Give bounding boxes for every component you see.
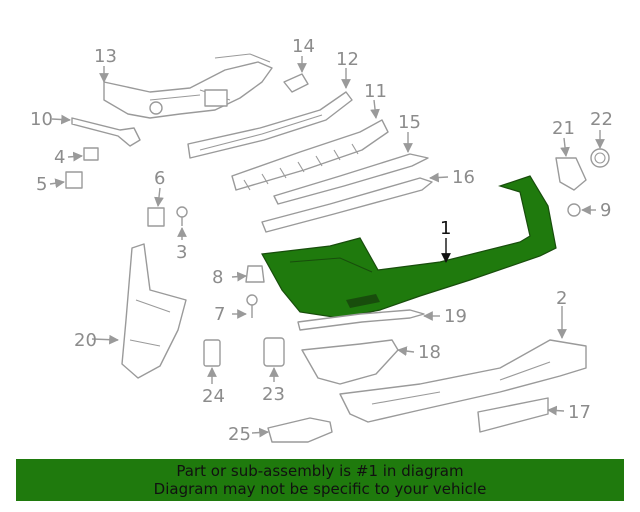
part-9-clip[interactable]: [567, 203, 581, 217]
callout-25: 25: [228, 424, 251, 445]
part-19-molding[interactable]: [297, 309, 425, 331]
callout-16: 16: [452, 167, 475, 188]
callout-23: 23: [262, 384, 285, 405]
callout-20: 20: [74, 330, 97, 351]
part-15-upper-strip[interactable]: [273, 153, 429, 205]
callout-17: 17: [568, 402, 591, 423]
callout-3: 3: [176, 242, 187, 263]
part-5-clip[interactable]: [65, 171, 83, 189]
callout-13: 13: [94, 46, 117, 67]
callout-12: 12: [336, 49, 359, 70]
part-10-strap[interactable]: [71, 117, 141, 147]
callout-11: 11: [364, 81, 387, 102]
callout-15: 15: [398, 112, 421, 133]
part-25-reflector[interactable]: [267, 417, 333, 443]
callout-9: 9: [600, 200, 611, 221]
footer-line-1: Part or sub-assembly is #1 in diagram: [176, 462, 464, 480]
callout-7: 7: [214, 304, 225, 325]
footer-line-2: Diagram may not be specific to your vehi…: [153, 480, 487, 498]
part-4-clip[interactable]: [83, 147, 99, 161]
callout-5: 5: [36, 174, 47, 195]
callout-6: 6: [154, 168, 165, 189]
part-20-bracket[interactable]: [121, 243, 187, 379]
part-23-pad[interactable]: [263, 337, 285, 367]
part-14-bracket[interactable]: [283, 73, 309, 93]
part-22-grommet[interactable]: [590, 148, 610, 168]
part-21-sensor[interactable]: [555, 157, 587, 191]
callout-18: 18: [418, 342, 441, 363]
callout-19: 19: [444, 306, 467, 327]
footer-banner: Part or sub-assembly is #1 in diagram Di…: [16, 459, 624, 501]
part-7-bolt[interactable]: [246, 294, 258, 318]
part-18-valance-bracket[interactable]: [301, 339, 399, 385]
part-24-sensor[interactable]: [203, 339, 221, 367]
callout-10: 10: [30, 109, 53, 130]
callout-22: 22: [590, 109, 613, 130]
part-11-absorber[interactable]: [231, 119, 389, 191]
part-2-lower-fascia[interactable]: [339, 339, 587, 423]
part-12-reinforcement[interactable]: [187, 91, 353, 159]
part-17-skid-plate[interactable]: [477, 397, 549, 433]
callout-1: 1: [440, 218, 451, 239]
callout-2: 2: [556, 288, 567, 309]
part-3-screw[interactable]: [176, 206, 188, 226]
callout-4: 4: [54, 147, 65, 168]
callout-8: 8: [212, 267, 223, 288]
callout-24: 24: [202, 386, 225, 407]
part-6-bracket[interactable]: [147, 207, 165, 227]
callout-14: 14: [292, 36, 315, 57]
callout-21: 21: [552, 118, 575, 139]
part-13-tow-hitch[interactable]: [103, 53, 273, 119]
part-1-bumper-cover[interactable]: [261, 175, 557, 319]
part-8-nut[interactable]: [245, 265, 265, 283]
part-16-lower-strip[interactable]: [261, 177, 433, 233]
